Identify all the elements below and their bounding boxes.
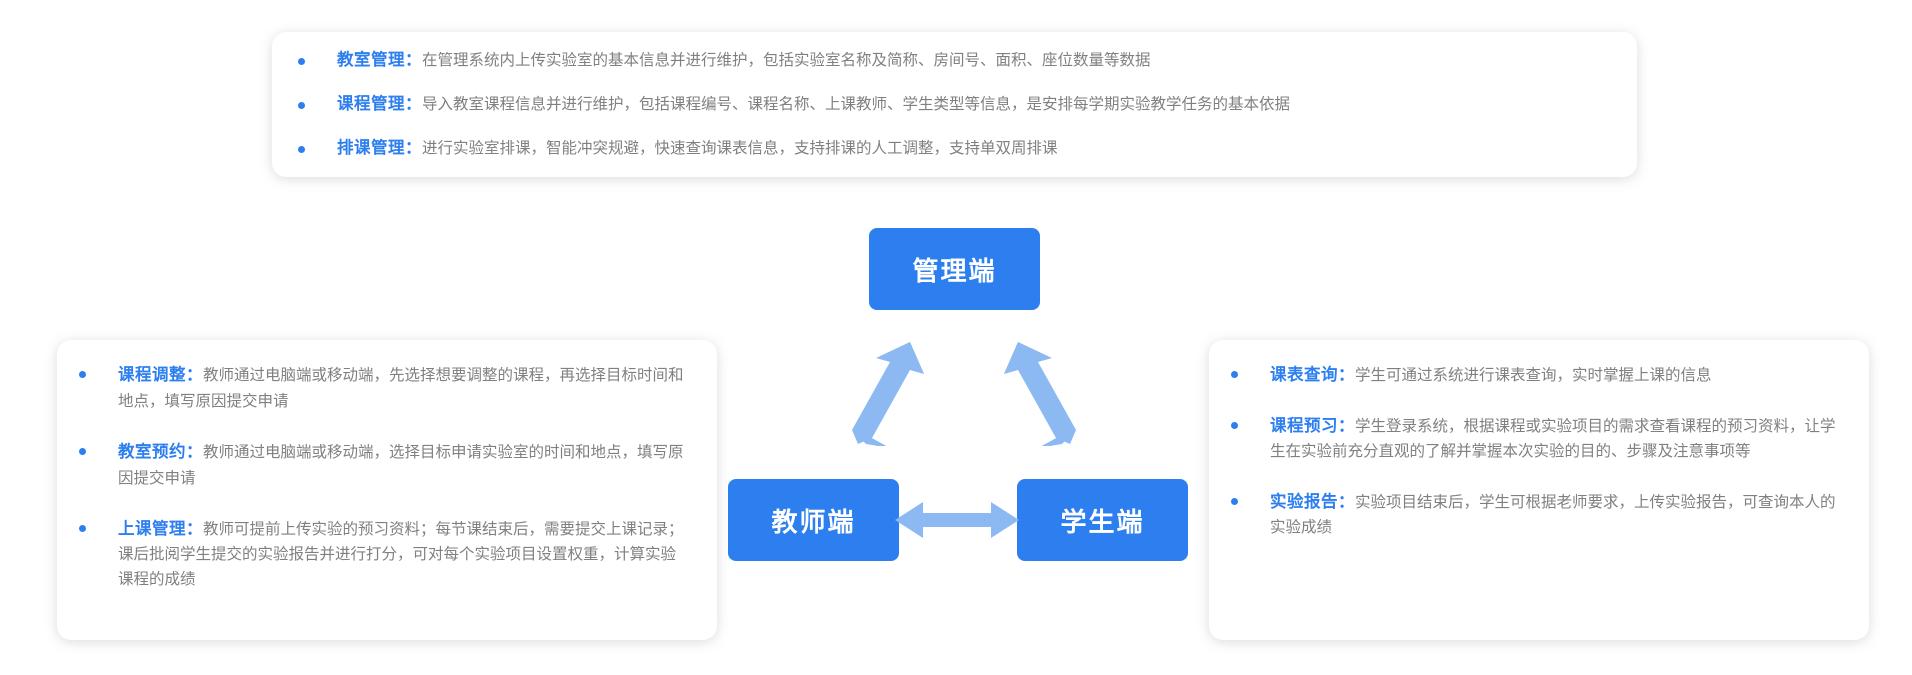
list-item-term: 实验报告 — [1270, 492, 1338, 511]
list-item-desc: 教师通过电脑端或移动端，先选择想要调整的课程，再选择目标时间和地点，填写原因提交… — [118, 367, 684, 410]
list-item-colon: ： — [1338, 492, 1355, 511]
list-item-text: 课程管理：导入教室课程信息并进行维护，包括课程编号、课程名称、上课教师、学生类型… — [337, 93, 1607, 116]
bullet-dot-icon — [298, 101, 305, 109]
list-item-text: 实验报告：实验项目结束后，学生可根据老师要求，上传实验报告，可查询本人的实验成绩 — [1270, 489, 1843, 541]
list-item-colon: ： — [186, 442, 203, 461]
bullet-dot-icon — [1231, 421, 1238, 429]
list-item-desc: 导入教室课程信息并进行维护，包括课程编号、课程名称、上课教师、学生类型等信息，是… — [422, 95, 1291, 113]
list-item-colon: ： — [186, 366, 203, 384]
node-student[interactable]: 学生端 — [1017, 479, 1188, 561]
node-teacher[interactable]: 教师端 — [728, 479, 899, 561]
list-item-desc: 教师可提前上传实验的预习资料；每节课结束后，需要提交上课记录；课后批阅学生提交的… — [118, 520, 684, 589]
list-item-colon: ： — [1338, 416, 1355, 435]
student-functions-card: 课表查询：学生可通过系统进行课表查询，实时掌握上课的信息 课程预习：学生登录系统… — [1209, 340, 1869, 640]
list-item-term: 课程管理 — [337, 94, 405, 113]
bullet-dot-icon — [1231, 497, 1238, 505]
list-item-text: 课程调整：教师通过电脑端或移动端，先选择想要调整的课程，再选择目标时间和地点，填… — [118, 362, 691, 414]
list-item-desc: 进行实验室排课，智能冲突规避，快速查询课表信息，支持排课的人工调整，支持单双周排… — [422, 140, 1058, 158]
list-item-colon: ： — [186, 519, 203, 538]
arrow-teacher-student-icon — [895, 502, 1019, 538]
bullet-dot-icon — [298, 146, 305, 154]
list-item-term: 课表查询 — [1270, 366, 1338, 384]
list-item-desc: 学生可通过系统进行课表查询，实时掌握上课的信息 — [1355, 367, 1712, 384]
bullet-dot-icon — [79, 524, 86, 532]
list-item-term: 课程调整 — [118, 366, 186, 384]
list-item-term: 教室预约 — [118, 442, 186, 461]
list-item-term: 上课管理 — [118, 519, 186, 538]
node-admin[interactable]: 管理端 — [869, 228, 1040, 310]
list-item-colon: ： — [405, 139, 422, 158]
list-item: 教室管理：在管理系统内上传实验室的基本信息并进行维护，包括实验室名称及简称、房间… — [298, 49, 1607, 72]
list-item-text: 教室预约：教师通过电脑端或移动端，选择目标申请实验室的时间和地点，填写原因提交申… — [118, 439, 691, 491]
list-item-text: 课程预习：学生登录系统，根据课程或实验项目的需求查看课程的预习资料，让学生在实验… — [1270, 413, 1843, 465]
list-item-desc: 学生登录系统，根据课程或实验项目的需求查看课程的预习资料，让学生在实验前充分直观… — [1270, 417, 1836, 461]
bullet-dot-icon — [79, 371, 86, 378]
teacher-functions-card: 课程调整：教师通过电脑端或移动端，先选择想要调整的课程，再选择目标时间和地点，填… — [57, 340, 717, 640]
arrow-admin-student-icon — [1004, 342, 1076, 446]
list-item: 上课管理：教师可提前上传实验的预习资料；每节课结束后，需要提交上课记录；课后批阅… — [79, 516, 691, 593]
list-item: 课表查询：学生可通过系统进行课表查询，实时掌握上课的信息 — [1231, 362, 1843, 389]
list-item: 教室预约：教师通过电脑端或移动端，选择目标申请实验室的时间和地点，填写原因提交申… — [79, 439, 691, 491]
list-item-colon: ： — [405, 94, 422, 113]
list-item: 排课管理：进行实验室排课，智能冲突规避，快速查询课表信息，支持排课的人工调整，支… — [298, 137, 1607, 160]
arrow-admin-teacher-icon — [852, 342, 924, 446]
list-item-desc: 在管理系统内上传实验室的基本信息并进行维护，包括实验室名称及简称、房间号、面积、… — [422, 51, 1151, 69]
list-item-desc: 实验项目结束后，学生可根据老师要求，上传实验报告，可查询本人的实验成绩 — [1270, 493, 1836, 537]
bullet-dot-icon — [298, 57, 305, 65]
list-item-term: 教室管理 — [337, 50, 405, 69]
list-item-colon: ： — [405, 50, 422, 69]
bullet-dot-icon — [79, 447, 86, 455]
list-item: 课程管理：导入教室课程信息并进行维护，包括课程编号、课程名称、上课教师、学生类型… — [298, 93, 1607, 116]
list-item-text: 排课管理：进行实验室排课，智能冲突规避，快速查询课表信息，支持排课的人工调整，支… — [337, 137, 1607, 160]
list-item-text: 课表查询：学生可通过系统进行课表查询，实时掌握上课的信息 — [1270, 362, 1843, 389]
bullet-dot-icon — [1231, 371, 1238, 378]
list-item-colon: ： — [1338, 366, 1355, 384]
list-item: 课程预习：学生登录系统，根据课程或实验项目的需求查看课程的预习资料，让学生在实验… — [1231, 413, 1843, 465]
admin-functions-card: 教室管理：在管理系统内上传实验室的基本信息并进行维护，包括实验室名称及简称、房间… — [272, 32, 1637, 177]
list-item-text: 上课管理：教师可提前上传实验的预习资料；每节课结束后，需要提交上课记录；课后批阅… — [118, 516, 691, 593]
list-item: 课程调整：教师通过电脑端或移动端，先选择想要调整的课程，再选择目标时间和地点，填… — [79, 362, 691, 414]
list-item-term: 排课管理 — [337, 139, 405, 158]
list-item-desc: 教师通过电脑端或移动端，选择目标申请实验室的时间和地点，填写原因提交申请 — [118, 443, 684, 487]
list-item-term: 课程预习 — [1270, 416, 1338, 435]
list-item-text: 教室管理：在管理系统内上传实验室的基本信息并进行维护，包括实验室名称及简称、房间… — [337, 49, 1607, 72]
list-item: 实验报告：实验项目结束后，学生可根据老师要求，上传实验报告，可查询本人的实验成绩 — [1231, 489, 1843, 541]
